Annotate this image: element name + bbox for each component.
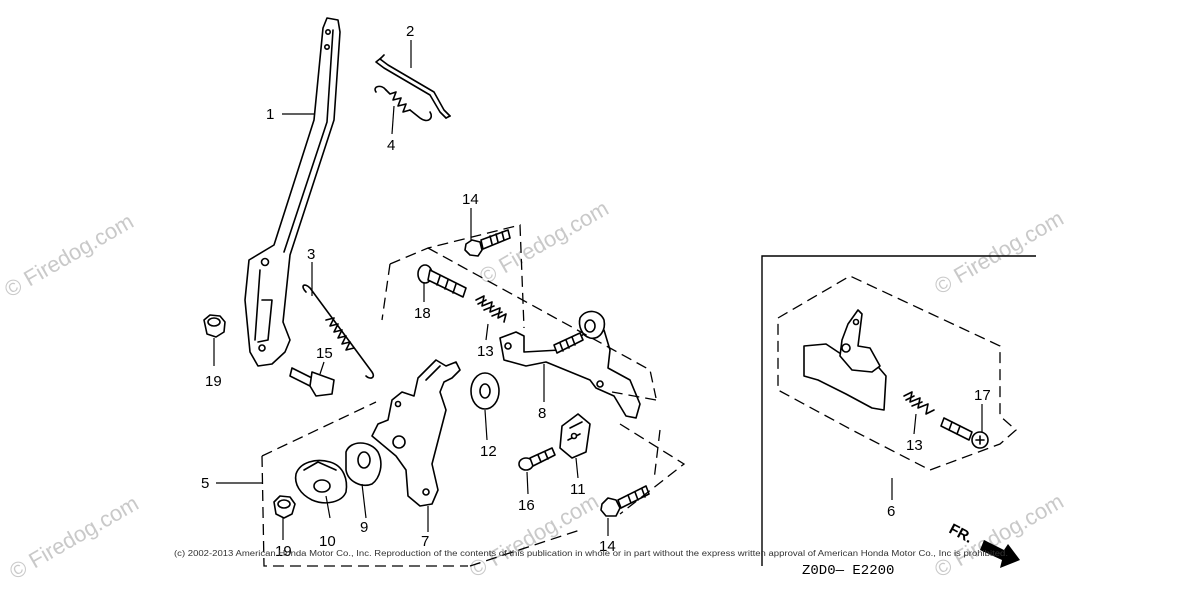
callout-19-upper: 19 bbox=[205, 373, 222, 390]
callout-2: 2 bbox=[406, 23, 414, 40]
diagram-code: Z0D0— E2200 bbox=[802, 563, 894, 579]
callout-1: 1 bbox=[266, 106, 274, 123]
callout-8: 8 bbox=[538, 405, 546, 422]
callout-7: 7 bbox=[421, 533, 429, 550]
copyright-notice: (c) 2002-2013 American Honda Motor Co., … bbox=[174, 549, 1008, 558]
callout-9: 9 bbox=[360, 519, 368, 536]
part-19-nut-lower bbox=[273, 495, 296, 519]
part-14-bolt-upper bbox=[464, 229, 511, 257]
callout-14-upper: 14 bbox=[462, 191, 479, 208]
callout-18: 18 bbox=[414, 305, 431, 322]
part-14-bolt-lower bbox=[600, 485, 650, 517]
callout-6: 6 bbox=[887, 503, 895, 520]
callout-13-right: 13 bbox=[906, 437, 923, 454]
callout-10: 10 bbox=[319, 533, 336, 550]
part-12-washer bbox=[470, 372, 500, 410]
callout-15: 15 bbox=[316, 345, 333, 362]
part-8-bracket bbox=[499, 310, 641, 419]
part-18-bolt bbox=[417, 264, 467, 298]
watermark-layer: © Firedog.com © Firedog.com © Firedog.co… bbox=[0, 195, 1068, 584]
part-11-clip bbox=[559, 413, 591, 459]
callout-labels: 1 2 3 4 5 6 7 8 9 10 11 12 13 13 14 14 1… bbox=[201, 23, 991, 560]
leader-lines bbox=[213, 40, 983, 540]
part-10-lever-cam bbox=[294, 459, 348, 504]
part-3-rod-spring bbox=[302, 284, 375, 379]
part-7-arm-plate bbox=[371, 359, 461, 507]
callout-13-left: 13 bbox=[477, 343, 494, 360]
part-16-screw bbox=[518, 447, 556, 471]
part-9-cam bbox=[345, 442, 382, 486]
callout-11: 11 bbox=[570, 481, 586, 498]
dashed-frames bbox=[261, 224, 1017, 567]
part-15-screw bbox=[289, 367, 335, 397]
callout-16: 16 bbox=[518, 497, 535, 514]
part-6-assembly bbox=[803, 309, 887, 411]
part-19-nut-upper bbox=[203, 314, 226, 338]
part-13-spring-left bbox=[475, 295, 507, 323]
callout-19-lower: 19 bbox=[275, 543, 292, 560]
callout-14-lower: 14 bbox=[599, 538, 616, 555]
front-arrow-icon bbox=[980, 540, 1020, 568]
part-1-control-lever bbox=[244, 17, 341, 367]
watermark-bottom-left: © Firedog.com bbox=[5, 490, 143, 584]
part-2-rod bbox=[375, 54, 451, 119]
watermark-left: © Firedog.com bbox=[0, 208, 138, 302]
callout-3: 3 bbox=[307, 246, 315, 263]
watermark-right: © Firedog.com bbox=[930, 205, 1068, 299]
callout-12: 12 bbox=[480, 443, 497, 460]
part-4-spring bbox=[374, 85, 433, 122]
callout-5: 5 bbox=[201, 475, 209, 492]
assembly-box bbox=[761, 255, 1036, 566]
callout-4: 4 bbox=[387, 137, 395, 154]
callout-17: 17 bbox=[974, 387, 991, 404]
part-17-screw bbox=[940, 417, 989, 449]
part-13-spring-right bbox=[903, 391, 935, 415]
